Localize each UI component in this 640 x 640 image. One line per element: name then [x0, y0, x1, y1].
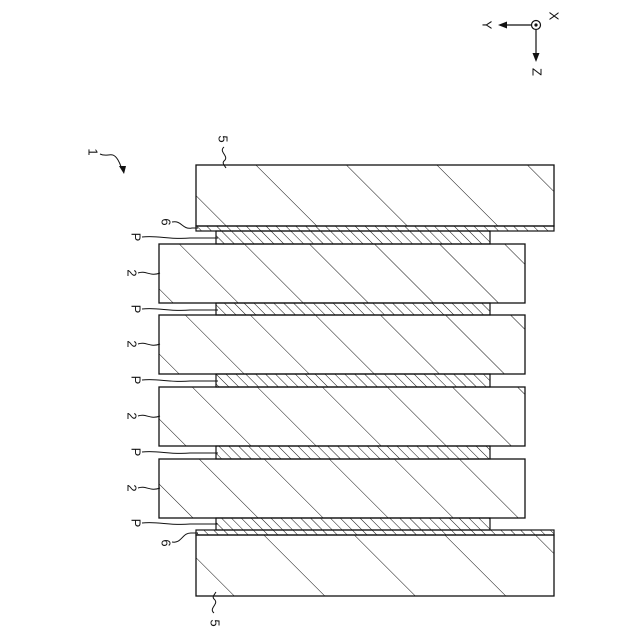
film-bottom — [196, 530, 554, 535]
leader-layer-3 — [142, 380, 218, 382]
label-layer-2: P — [129, 305, 144, 314]
label-layer-1: P — [129, 233, 144, 242]
leader-cell-3 — [138, 415, 160, 417]
cell-1 — [159, 244, 525, 303]
label-cell-4: 2 — [125, 484, 140, 491]
film-top — [196, 226, 554, 231]
label-cell-1: 2 — [125, 269, 140, 276]
label-cell-3: 2 — [125, 412, 140, 419]
leader-cell-2 — [138, 343, 160, 345]
leader-cell-4 — [138, 487, 160, 489]
end-plate-bottom — [196, 535, 554, 596]
layer-p-5 — [216, 518, 490, 530]
leader-film-bottom — [172, 533, 198, 542]
x-axis-label: X — [547, 12, 562, 21]
leader-cell-1 — [138, 272, 160, 274]
label-layer-4: P — [129, 448, 144, 457]
y-axis-label: Y — [480, 21, 495, 30]
x-axis-dot — [534, 23, 537, 26]
label-film-top: 6 — [159, 218, 174, 225]
label-layer-5: P — [129, 519, 144, 528]
layer-p-4 — [216, 446, 490, 459]
layer-p-3 — [216, 374, 490, 387]
z-axis-label: Z — [530, 68, 545, 76]
label-film-bottom: 6 — [159, 539, 174, 546]
figure-leader-arrow-icon — [119, 166, 126, 174]
layer-p-2 — [216, 303, 490, 315]
cell-3 — [159, 387, 525, 446]
leader-layer-5 — [142, 523, 218, 525]
leader-layer-4 — [142, 452, 218, 454]
cell-2 — [159, 315, 525, 374]
cell-4 — [159, 459, 525, 518]
z-axis-arrow-icon — [533, 53, 540, 62]
layer-p-1 — [216, 231, 490, 244]
label-end-plate-bottom: 5 — [208, 619, 223, 626]
y-axis-arrow-icon — [498, 22, 507, 29]
figure-reference: 1 — [86, 148, 126, 174]
figure-number: 1 — [86, 148, 101, 155]
figure-leader — [100, 154, 123, 171]
end-plate-top — [196, 165, 554, 226]
leader-layer-1 — [142, 237, 218, 239]
label-layer-3: P — [129, 376, 144, 385]
leader-layer-2 — [142, 309, 218, 311]
label-end-plate-top: 5 — [216, 135, 231, 142]
leader-film-top — [172, 222, 198, 229]
label-cell-2: 2 — [125, 340, 140, 347]
axes-indicator: Y X Z — [480, 12, 562, 76]
